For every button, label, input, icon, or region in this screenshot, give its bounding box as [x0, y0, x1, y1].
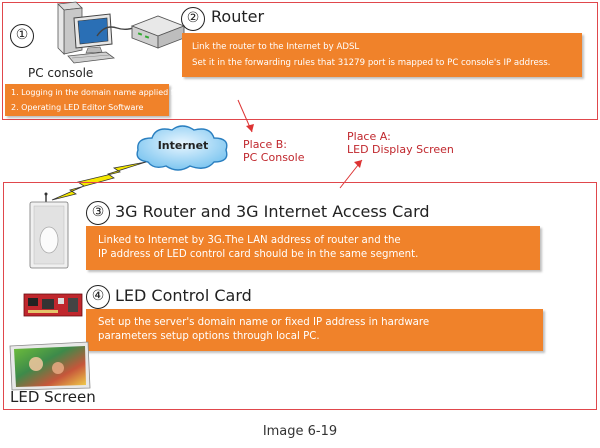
pointer-arrows — [237, 99, 363, 189]
image-caption: Image 6-19 — [262, 424, 338, 439]
router-icon — [130, 15, 186, 49]
router-description-box: Link the router to the Internet by ADSL … — [182, 33, 582, 77]
router-title: Router — [211, 7, 265, 26]
step-3-marker: ③ — [86, 201, 110, 225]
place-b-line-2: PC Console — [243, 151, 305, 164]
pc-console-label: PC console — [28, 66, 94, 80]
internet-cloud-icon — [136, 125, 228, 171]
place-b-label: Place B: PC Console — [243, 138, 304, 164]
wireless-link-bolt — [51, 161, 147, 201]
control-card-description-box: Set up the server's domain name or fixed… — [86, 309, 543, 351]
3g-router-line-2: IP address of LED control card should be… — [98, 249, 419, 260]
place-a-line-1: Place A: — [347, 130, 391, 143]
3g-router-title: 3G Router and 3G Internet Access Card — [115, 202, 430, 221]
pc-console-note-1: 1. Logging in the domain name applied fo… — [11, 88, 182, 97]
led-screen-icon — [9, 341, 91, 391]
3g-router-line-1: Linked to Internet by 3G.The LAN address… — [98, 235, 401, 246]
internet-label: Internet — [157, 139, 209, 152]
router-line-2: Set it in the forwarding rules that 3127… — [192, 58, 551, 68]
3g-router-icon — [29, 192, 69, 269]
led-control-card-icon — [23, 293, 83, 317]
place-a-frame — [3, 182, 597, 410]
place-a-line-2: LED Display Screen — [347, 143, 454, 156]
place-b-line-1: Place B: — [243, 138, 287, 151]
step-1-marker: ① — [10, 24, 34, 48]
router-line-1: Link the router to the Internet by ADSL — [192, 42, 360, 52]
3g-router-description-box: Linked to Internet by 3G.The LAN address… — [86, 226, 540, 270]
control-card-title: LED Control Card — [115, 286, 252, 305]
pc-console-icon — [57, 1, 116, 64]
control-card-line-1: Set up the server's domain name or fixed… — [98, 317, 430, 328]
pc-console-note-2: 2. Operating LED Editor Software — [11, 103, 144, 112]
led-screen-label: LED Screen — [10, 388, 96, 406]
step-2-marker: ② — [181, 7, 205, 31]
pc-console-notes-box: 1. Logging in the domain name applied fo… — [5, 84, 182, 116]
control-card-line-2: parameters setup options through local P… — [98, 331, 320, 342]
place-a-label: Place A: LED Display Screen — [347, 130, 454, 156]
step-4-marker: ④ — [86, 285, 110, 309]
place-b-frame — [2, 2, 598, 120]
